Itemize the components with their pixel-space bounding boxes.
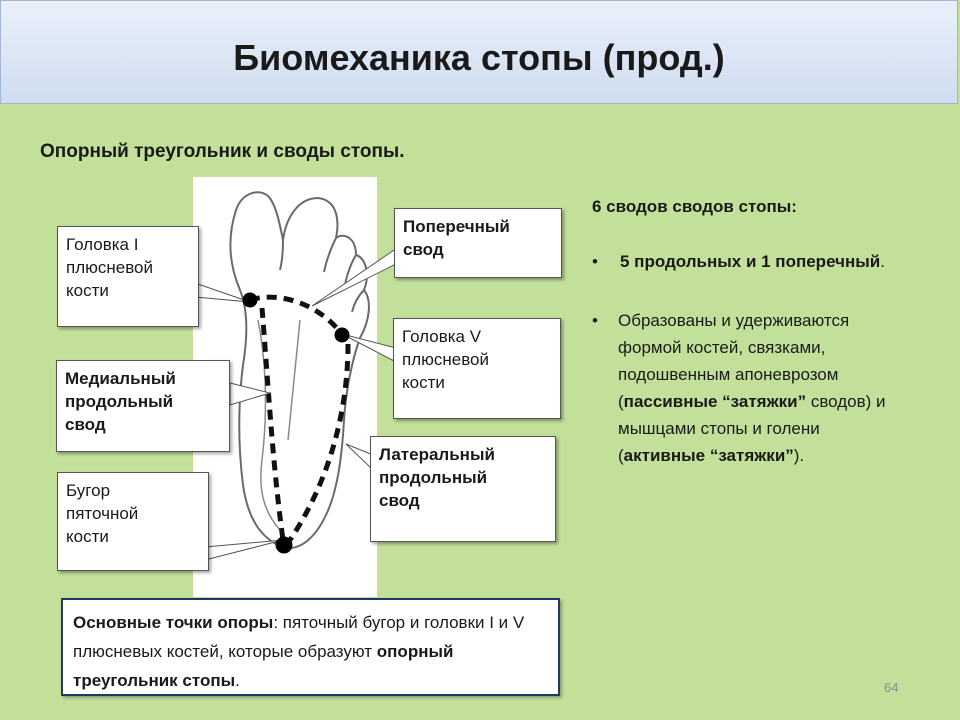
callout-lateral-arch: Латеральный продольный свод (370, 436, 556, 542)
support-point-head1 (242, 292, 258, 308)
pointer-medial (229, 382, 272, 406)
arch-count-bold: 5 продольных и 1 поперечный (620, 252, 881, 271)
arches-heading: 6 сводов сводов стопы: (592, 197, 797, 216)
passive-ties-bold: пассивные “затяжки” (623, 392, 807, 411)
active-ties-bold: активные “затяжки” (623, 446, 794, 465)
support-line-6: (активные “затяжки”). (618, 446, 805, 465)
page-number: 64 (884, 680, 899, 695)
support-points-end: . (235, 671, 240, 690)
callout-medial-arch: Медиальный продольный свод (56, 360, 230, 452)
support-points-label: Основные точки опоры (73, 613, 274, 632)
support-line-2: формой костей, связками, (618, 338, 826, 357)
support-points-text: : пяточный бугор и головки I и V плюснев… (73, 613, 525, 661)
support-line-5: мышцами стопы и голени (618, 419, 820, 438)
support-line-3: подошвенным апоневрозом (618, 365, 839, 384)
bullet-dot: • (592, 252, 598, 271)
arch-count-period: . (880, 252, 885, 271)
support-line-1: Образованы и удерживаются (618, 311, 850, 330)
foot-inner-lines (257, 319, 301, 531)
title-bar: Биомеханика стопы (прод.) (0, 0, 958, 104)
bullet-dot: • (592, 311, 598, 330)
support-point-calcaneal (275, 536, 293, 554)
bullet-arch-support: • Образованы и удерживаются формой косте… (592, 307, 954, 469)
callout-pointers (194, 245, 401, 561)
slide-subtitle: Опорный треугольник и своды стопы. (40, 141, 405, 162)
support-points-box: Основные точки опоры: пяточный бугор и г… (61, 598, 560, 696)
support-point-head5 (334, 327, 350, 343)
callout-calcaneal-tuberosity: Бугор пяточной кости (57, 472, 209, 571)
support-triangle-bold: опорный треугольник стопы (73, 642, 454, 690)
transverse-arch-line (249, 294, 344, 336)
callout-transverse-arch: Поперечный свод (394, 208, 562, 278)
lateral-arch-line (287, 343, 351, 542)
callout-metatarsal-head-1: Головка I плюсневой кости (57, 226, 199, 327)
support-line-4: (пассивные “затяжки” сводов) и (618, 392, 886, 411)
arch-lines (249, 294, 351, 542)
slide-title: Биомеханика стопы (прод.) (233, 37, 725, 78)
bullet-arch-count: • 5 продольных и 1 поперечный. (592, 248, 952, 275)
callout-metatarsal-head-5: Головка V плюсневой кости (393, 318, 561, 419)
